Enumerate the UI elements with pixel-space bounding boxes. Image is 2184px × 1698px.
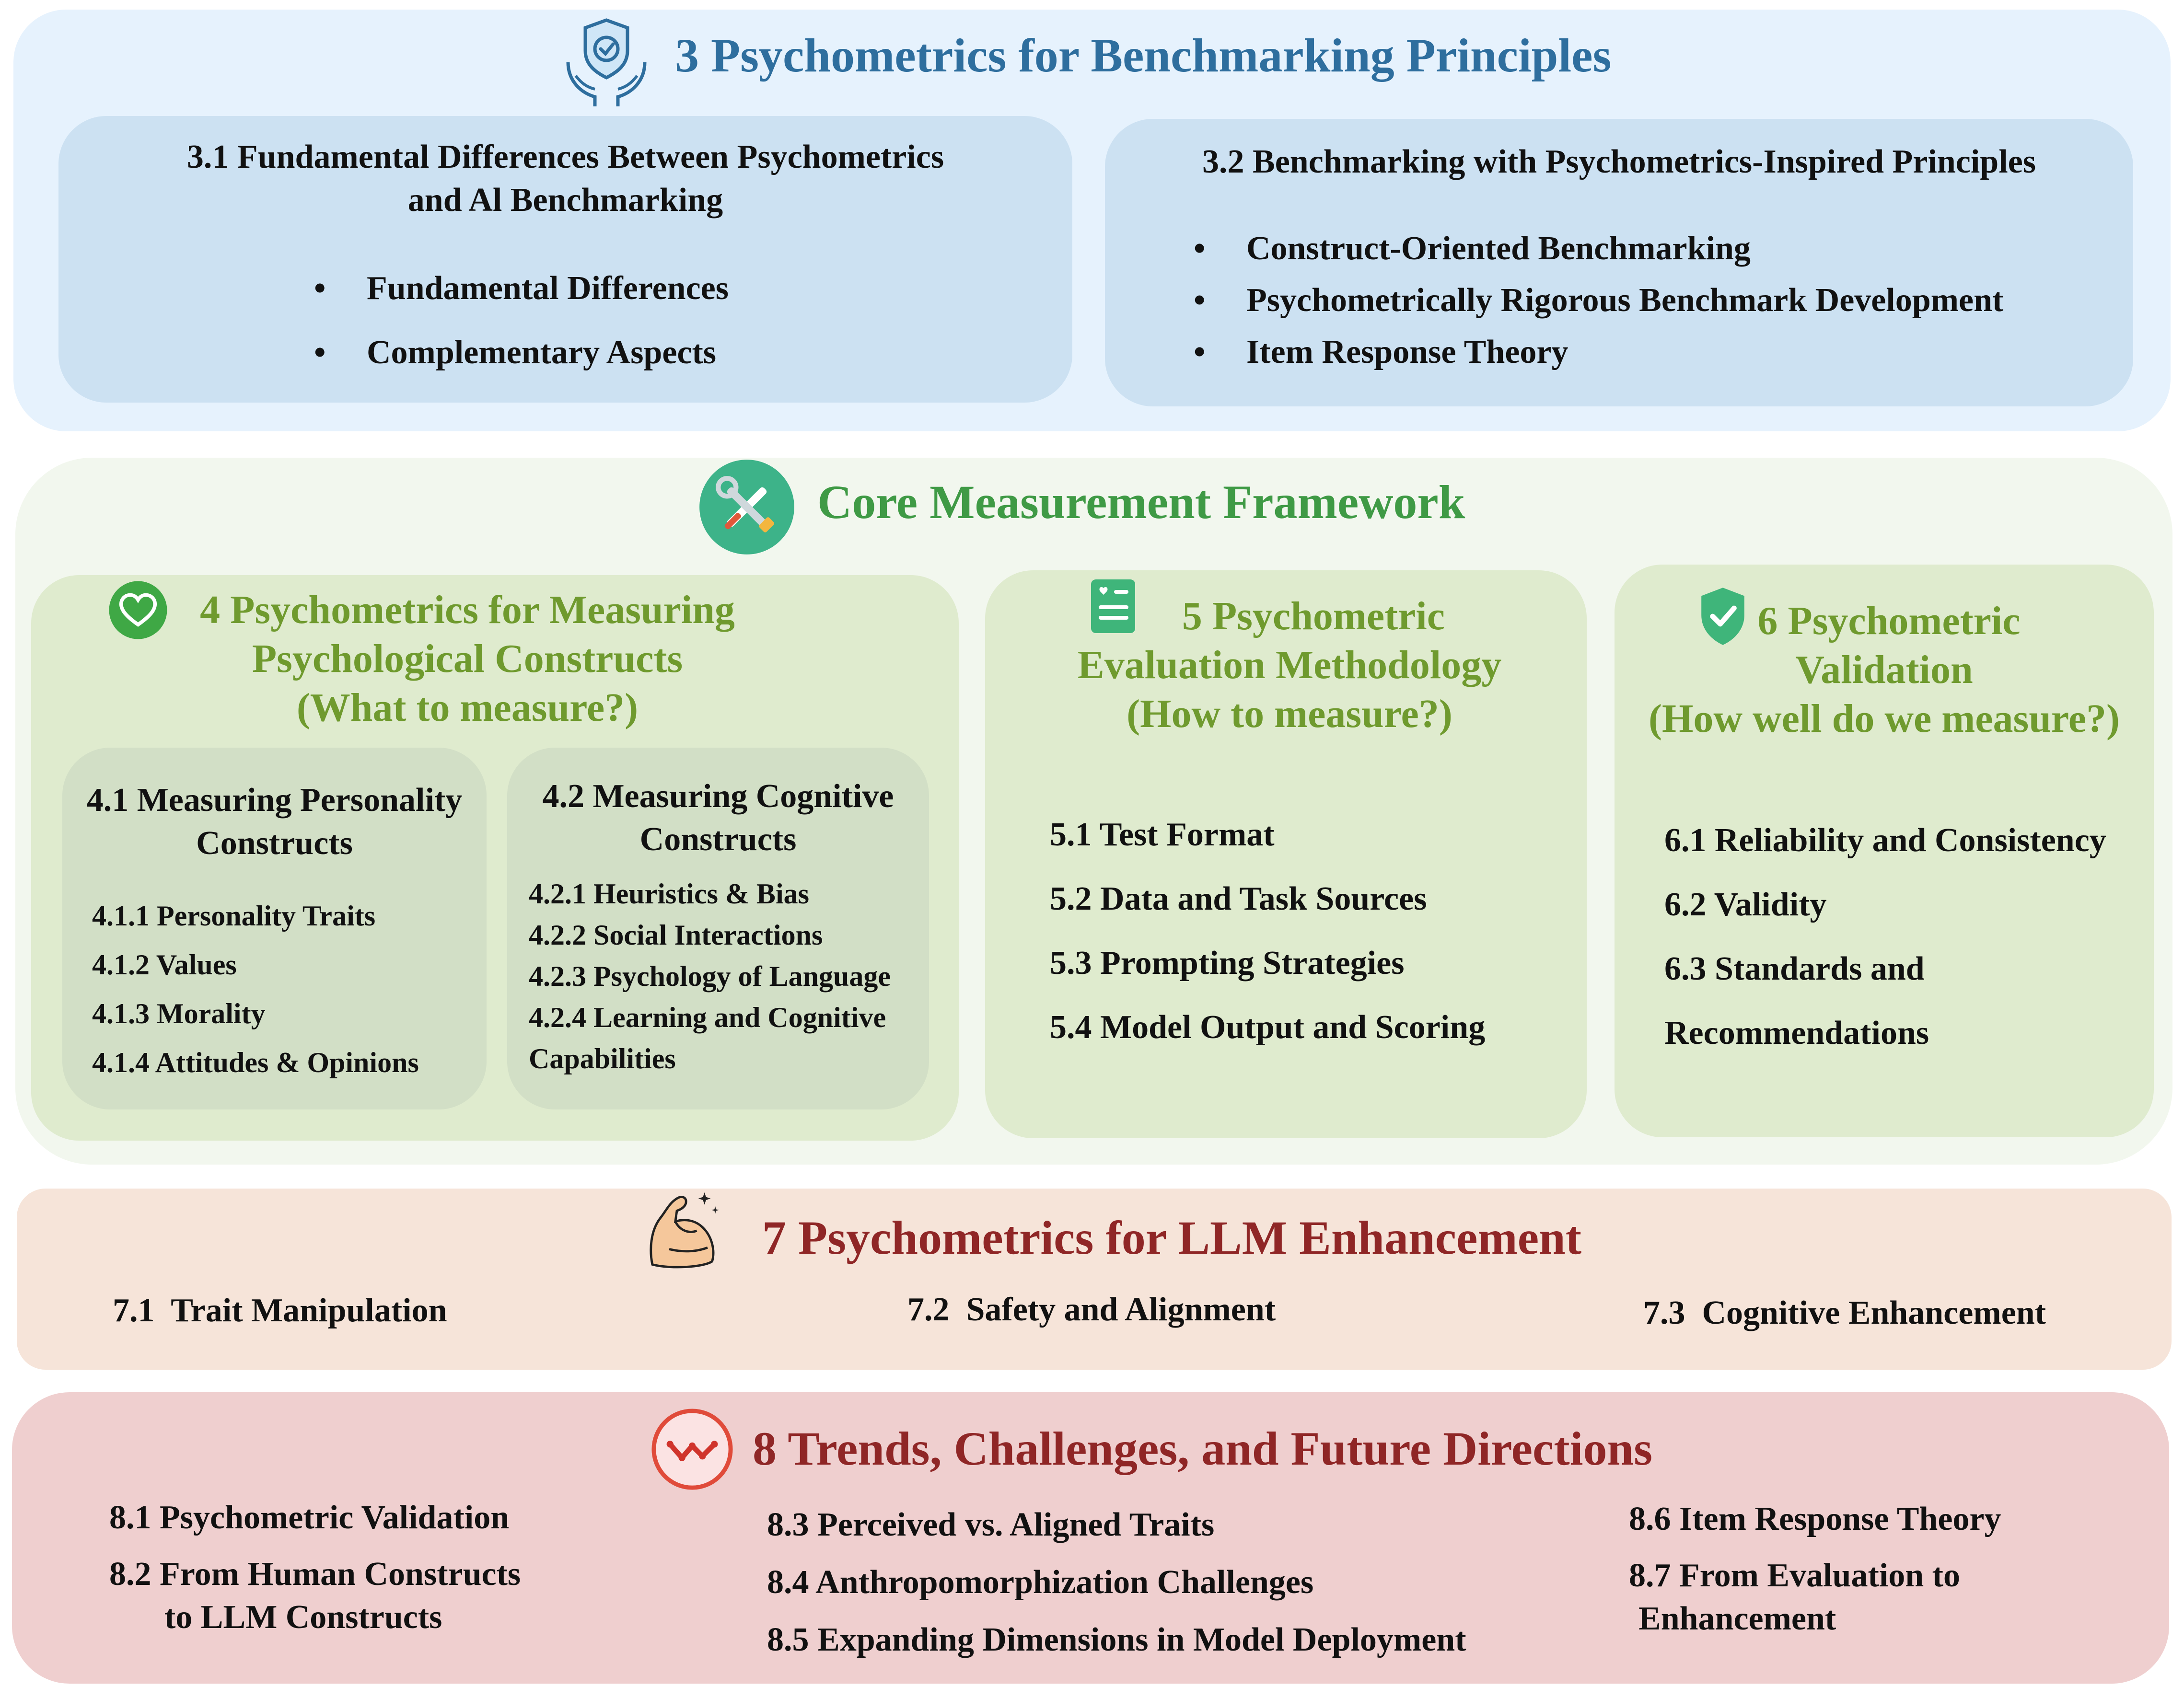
section-6-box	[1615, 565, 2154, 1137]
section-5-list: 5.1 Test Format 5.2 Data and Task Source…	[1050, 803, 1485, 1060]
list-item: 4.2.4 Learning and Cognitive	[529, 1002, 886, 1033]
section-4-title-line1: 4 Psychometrics for Measuring	[200, 588, 735, 632]
list-item: Recommendations	[1664, 1015, 1929, 1051]
section-5-title: 5 Psychometric Evaluation Methodology (H…	[1016, 592, 1563, 739]
section-3-2-list: Construct-Oriented Benchmarking Psychome…	[1194, 223, 2104, 378]
section-5-title-line2: Evaluation Methodology	[1077, 643, 1502, 687]
list-item: to LLM Constructs	[164, 1599, 442, 1636]
section-3-1-title-line1: 3.1 Fundamental Differences Between Psyc…	[186, 139, 944, 175]
trend-line-icon	[650, 1407, 735, 1492]
section-8-col-2: 8.3 Perceived vs. Aligned Traits 8.4 Ant…	[767, 1496, 1466, 1669]
section-8-title: 8 Trends, Challenges, and Future Directi…	[753, 1422, 1653, 1475]
list-item: Fundamental Differences	[314, 256, 1033, 321]
list-item: 6.3 Standards and	[1664, 950, 1925, 987]
section-4-title-line3: (What to measure?)	[296, 685, 639, 730]
flexed-arm-icon	[646, 1188, 723, 1274]
list-item: 8.1 Psychometric Validation	[109, 1499, 510, 1536]
core-framework-title: Core Measurement Framework	[817, 475, 1465, 529]
list-item: 8.5 Expanding Dimensions in Model Deploy…	[767, 1621, 1466, 1658]
section-6-title-line1: 6 Psychometric	[1757, 599, 2021, 643]
list-item: Complementary Aspects	[314, 321, 1033, 385]
list-item: 4.1.4 Attitudes & Opinions	[92, 1047, 419, 1078]
section-4-1-box	[62, 748, 487, 1109]
section-7-title: 7 Psychometrics for LLM Enhancement	[762, 1211, 1582, 1264]
list-item: 8.2 From Human Constructs	[109, 1556, 521, 1593]
list-item: Enhancement	[1638, 1600, 1836, 1637]
section-4-1-title-line2: Constructs	[196, 825, 353, 862]
section-4-2-title: 4.2 Measuring Cognitive Constructs	[507, 775, 929, 861]
list-item: Psychometrically Rigorous Benchmark Deve…	[1194, 275, 2104, 326]
list-item: 8.7 From Evaluation to	[1629, 1557, 1960, 1594]
section-6-title-line3: (How well do we measure?)	[1649, 696, 2120, 741]
shield-check-icon	[1697, 586, 1749, 647]
section-7-item-1: 7.1 Trait Manipulation	[113, 1292, 447, 1329]
section-5-box	[985, 570, 1587, 1138]
section-4-2-title-line1: 4.2 Measuring Cognitive	[542, 778, 894, 815]
section-4-2-list: 4.2.1 Heuristics & Bias 4.2.2 Social Int…	[529, 873, 891, 1079]
list-item: 4.2.2 Social Interactions	[529, 919, 823, 951]
list-item: 8.6 Item Response Theory	[1629, 1501, 2001, 1537]
tools-icon	[697, 458, 796, 556]
list-item: 6.1 Reliability and Consistency	[1664, 822, 2106, 859]
section-7-item-3: 7.3 Cognitive Enhancement	[1643, 1294, 2046, 1331]
section-6-list: 6.1 Reliability and Consistency 6.2 Vali…	[1664, 809, 2106, 1065]
section-7-panel	[17, 1189, 2172, 1370]
list-item: 5.3 Prompting Strategies	[1050, 945, 1405, 982]
list-item: Construct-Oriented Benchmarking	[1194, 223, 2104, 275]
section-3-1-title: 3.1 Fundamental Differences Between Psyc…	[58, 136, 1072, 221]
section-4-2-box	[507, 748, 929, 1109]
list-item: 8.3 Perceived vs. Aligned Traits	[767, 1506, 1215, 1543]
list-item: 4.1.1 Personality Traits	[92, 900, 376, 932]
section-4-1-list: 4.1.1 Personality Traits 4.1.2 Values 4.…	[92, 891, 419, 1087]
list-item: 5.4 Model Output and Scoring	[1050, 1009, 1486, 1046]
section-5-title-line1: 5 Psychometric	[1182, 594, 1445, 638]
list-item: Item Response Theory	[1194, 326, 2104, 378]
section-6-title: 6 Psychometric Validation (How well do w…	[1615, 597, 2154, 743]
section-3-title: 3 Psychometrics for Benchmarking Princip…	[675, 29, 1612, 82]
checklist-icon	[1089, 578, 1137, 635]
list-item: 8.4 Anthropomorphization Challenges	[767, 1564, 1314, 1601]
section-5-title-line3: (How to measure?)	[1127, 692, 1452, 736]
list-item: 4.1.3 Morality	[92, 998, 266, 1029]
section-4-title-line2: Psychological Constructs	[252, 636, 683, 681]
heart-icon	[108, 580, 168, 640]
section-4-1-title: 4.1 Measuring Personality Constructs	[62, 779, 487, 865]
section-3-1-title-line2: and Al Benchmarking	[407, 181, 723, 219]
section-3-1-list: Fundamental Differences Complementary As…	[314, 256, 1033, 385]
list-item: 5.2 Data and Task Sources	[1050, 880, 1427, 917]
section-4-2-title-line2: Constructs	[639, 821, 797, 858]
list-item: 6.2 Validity	[1664, 886, 1827, 923]
shield-hands-icon	[558, 14, 654, 110]
section-8-col-1: 8.1 Psychometric Validation 8.2 From Hum…	[109, 1496, 521, 1639]
section-8-col-3: 8.6 Item Response Theory 8.7 From Evalua…	[1629, 1498, 2001, 1640]
list-item: Capabilities	[529, 1043, 676, 1074]
section-6-title-line2: Validation	[1795, 647, 1973, 692]
section-3-2-title: 3.2 Benchmarking with Psychometrics-Insp…	[1202, 143, 2036, 180]
section-8-panel	[12, 1392, 2169, 1684]
list-item: 4.1.2 Values	[92, 949, 237, 981]
list-item: 4.2.1 Heuristics & Bias	[529, 878, 809, 910]
list-item: 5.1 Test Format	[1050, 816, 1275, 853]
section-4-1-title-line1: 4.1 Measuring Personality	[86, 782, 463, 819]
section-7-item-2: 7.2 Safety and Alignment	[907, 1291, 1276, 1328]
list-item: 4.2.3 Psychology of Language	[529, 960, 891, 992]
section-4-title: 4 Psychometrics for Measuring Psychologi…	[132, 586, 803, 732]
